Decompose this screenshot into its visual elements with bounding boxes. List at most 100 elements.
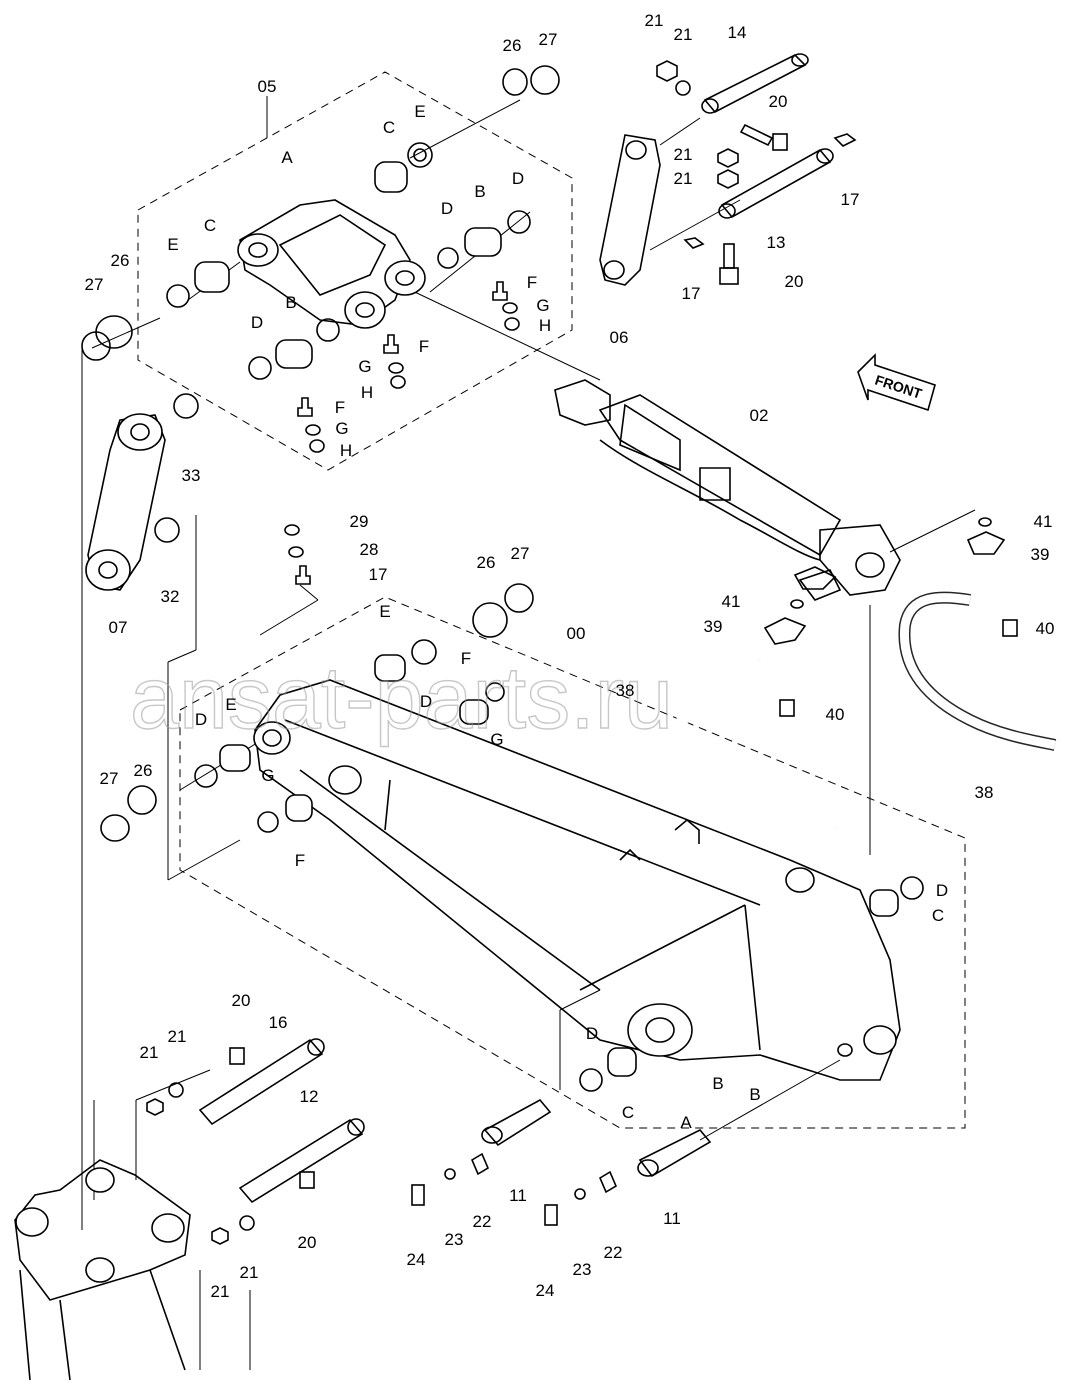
callout-11: 11: [509, 1186, 527, 1205]
callout-F-3: F: [335, 398, 345, 417]
callout-H-3: H: [340, 441, 352, 460]
callout-D-4: D: [420, 692, 432, 711]
callout-C-3: C: [932, 906, 944, 925]
callout-labels: 05 A C E 26 27 B D E C 26 27 B D D F G H…: [85, 11, 1055, 1301]
callout-26: 26: [503, 36, 522, 55]
link-06: [599, 134, 661, 286]
callout-27-4: 27: [100, 769, 119, 788]
callout-17: 17: [841, 190, 860, 209]
callout-A: A: [281, 148, 293, 167]
callout-G-5: G: [261, 766, 274, 785]
grease-fittings: [297, 281, 520, 453]
callout-02: 02: [750, 406, 769, 425]
callout-F: F: [527, 273, 537, 292]
callout-33: 33: [182, 466, 201, 485]
front-arrow: FRONT: [857, 353, 936, 412]
callout-C-2: C: [204, 216, 216, 235]
callout-B: B: [474, 182, 485, 201]
callout-13: 13: [767, 233, 786, 252]
callout-20-4: 20: [298, 1233, 317, 1252]
callout-12: 12: [300, 1087, 319, 1106]
callout-40: 40: [1036, 619, 1055, 638]
callout-39-2: 39: [704, 617, 723, 636]
callout-A-2: A: [680, 1113, 692, 1132]
callout-E-3: E: [379, 602, 390, 621]
callout-F-5: F: [295, 851, 305, 870]
assembly-boundaries: [137, 71, 966, 1129]
callout-26-4: 26: [134, 761, 153, 780]
callout-21-6: 21: [168, 1027, 187, 1046]
callout-21-2: 21: [674, 25, 693, 44]
callout-14: 14: [728, 23, 747, 42]
callout-23: 23: [445, 1230, 464, 1249]
callout-B-4: B: [749, 1085, 760, 1104]
callout-24-2: 24: [536, 1281, 555, 1300]
front-label: FRONT: [873, 372, 924, 402]
callout-41: 41: [1034, 512, 1053, 531]
callout-07: 07: [109, 618, 128, 637]
callout-B-2: B: [285, 293, 296, 312]
callout-16: 16: [269, 1013, 288, 1032]
callout-20-2: 20: [785, 272, 804, 291]
callout-D-7: D: [586, 1024, 598, 1043]
pins-upper: [656, 53, 857, 285]
callout-26-2: 26: [111, 251, 130, 270]
callout-27: 27: [539, 30, 558, 49]
callout-21: 21: [645, 11, 664, 30]
callout-G-4: G: [490, 730, 503, 749]
callout-23-2: 23: [573, 1260, 592, 1279]
callout-38-2: 38: [975, 783, 994, 802]
callout-21-4: 21: [674, 169, 693, 188]
callout-26-3: 26: [477, 553, 496, 572]
callout-D: D: [512, 169, 524, 188]
main-boom-00: [253, 679, 901, 1081]
callout-21-3: 21: [674, 145, 693, 164]
callout-E-2: E: [167, 235, 178, 254]
hydraulic-cylinder-02: [554, 379, 901, 601]
callout-D-6: D: [936, 881, 948, 900]
callout-41-2: 41: [722, 592, 741, 611]
callout-20-3: 20: [232, 991, 251, 1010]
side-link-07: [85, 393, 199, 591]
callout-G-2: G: [358, 357, 371, 376]
callout-G: G: [536, 296, 549, 315]
callout-20: 20: [769, 92, 788, 111]
callout-22: 22: [473, 1212, 492, 1231]
base-frame: [14, 1159, 191, 1381]
callout-21-8: 21: [240, 1263, 259, 1282]
callout-E-4: E: [225, 695, 236, 714]
callout-29: 29: [350, 512, 369, 531]
callout-17-3: 17: [369, 565, 388, 584]
callout-D-5: D: [195, 710, 207, 729]
callout-00: 00: [567, 624, 586, 643]
lower-pins: [146, 1038, 712, 1245]
callout-21-7: 21: [211, 1282, 230, 1301]
callout-38: 38: [616, 681, 635, 700]
callout-F-4: F: [461, 649, 471, 668]
callout-28: 28: [360, 540, 379, 559]
boom-bushings: [100, 524, 924, 1092]
callout-C-4: C: [622, 1103, 634, 1122]
callout-27-3: 27: [511, 544, 530, 563]
callout-C: C: [383, 118, 395, 137]
callout-22-2: 22: [604, 1243, 623, 1262]
hoses: [674, 517, 1057, 832]
callout-D-2: D: [251, 313, 263, 332]
callout-D-3: D: [441, 199, 453, 218]
callout-F-2: F: [419, 337, 429, 356]
callout-05: 05: [258, 77, 277, 96]
callout-B-3: B: [712, 1074, 723, 1093]
callout-40-2: 40: [826, 705, 845, 724]
callout-H: H: [539, 316, 551, 335]
callout-24: 24: [407, 1250, 426, 1269]
callout-E: E: [414, 102, 425, 121]
callout-11-2: 11: [663, 1209, 681, 1228]
callout-06: 06: [610, 328, 629, 347]
callout-39: 39: [1031, 545, 1050, 564]
callout-17-2: 17: [682, 284, 701, 303]
callout-21-5: 21: [140, 1043, 159, 1062]
callout-H-2: H: [361, 383, 373, 402]
callout-32: 32: [161, 587, 180, 606]
h-link-assembly: [81, 65, 560, 380]
